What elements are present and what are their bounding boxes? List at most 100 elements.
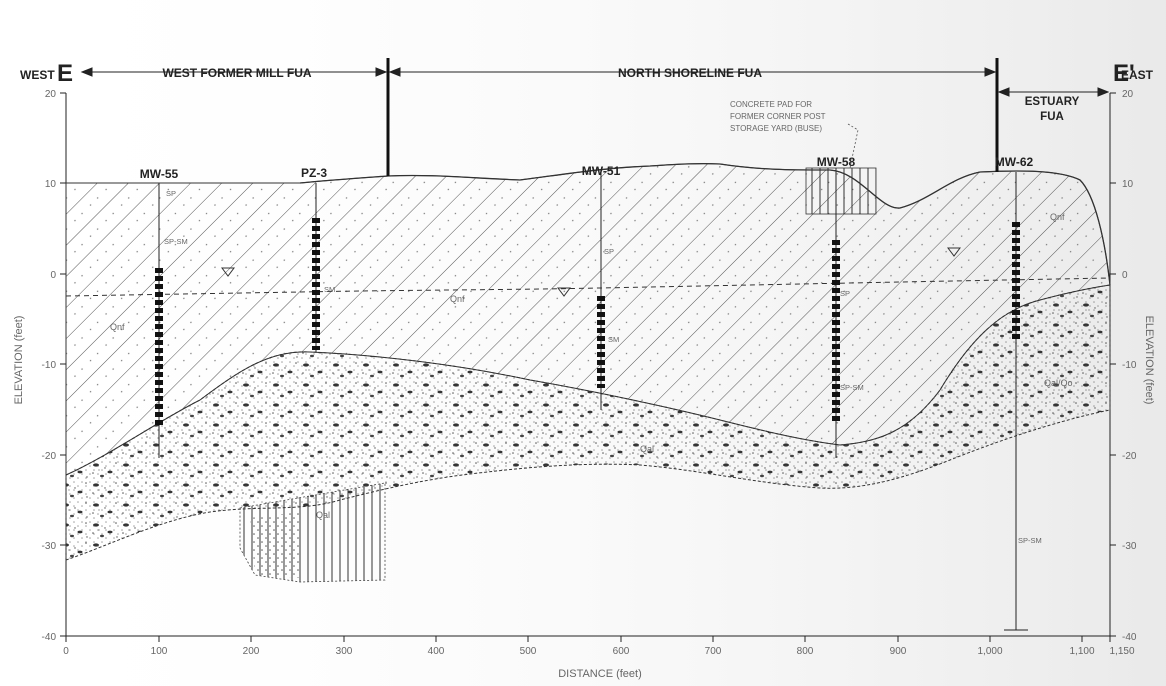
well-screen-segment (597, 360, 605, 365)
well-screen-segment (597, 384, 605, 388)
y-tick-label-left: -30 (42, 541, 57, 552)
well-screens (155, 218, 1020, 425)
sample-label: SP (604, 247, 614, 256)
well-screen-segment (832, 376, 840, 381)
y-tick-label-right: -20 (1122, 451, 1137, 462)
west-letter: E (57, 60, 73, 87)
well-screen-segment (832, 416, 840, 421)
unit-label-fill-east: Qnf (1050, 212, 1065, 222)
well-screen-segment (155, 276, 163, 281)
well-screen-segment (832, 296, 840, 301)
left-y-axis-title: ELEVATION (feet) (13, 316, 25, 405)
y-tick-label-right: 0 (1122, 270, 1128, 281)
x-tick-label: 100 (151, 646, 168, 657)
well-screen-segment (832, 304, 840, 309)
well-screen-segment (155, 388, 163, 393)
well-screen-segment (832, 320, 840, 325)
y-tick-label-left: -40 (42, 632, 57, 643)
well-screen-segment (155, 324, 163, 329)
well-screen-segment (832, 288, 840, 293)
well-screen-segment (312, 298, 320, 303)
note-line-2: FORMER CORNER POST (730, 112, 826, 121)
well-screen-segment (832, 312, 840, 317)
well-screen-segment (597, 320, 605, 325)
well-screen-segment (597, 352, 605, 357)
well-screen-segment (597, 368, 605, 373)
well-screen-segment (597, 336, 605, 341)
well-screen-segment (155, 332, 163, 337)
x-tick-label: 500 (520, 646, 537, 657)
well-screen-segment (832, 280, 840, 285)
y-tick-label-right: -10 (1122, 360, 1137, 371)
well-screen-segment (597, 376, 605, 381)
well-screen-segment (155, 372, 163, 377)
well-screen-segment (155, 404, 163, 409)
well-screen-segment (312, 242, 320, 247)
x-tick-label: 800 (797, 646, 814, 657)
well-screen-segment (312, 226, 320, 231)
well-screen-segment (312, 322, 320, 327)
well-screen-segment (1012, 270, 1020, 275)
well-screen-segment (312, 258, 320, 263)
well-label-mw-55: MW-55 (140, 167, 179, 181)
well-screen-segment (312, 290, 320, 295)
well-screen-segment (1012, 286, 1020, 291)
well-screen-segment (832, 408, 840, 413)
well-screen-segment (597, 328, 605, 333)
well-screen-segment (1012, 254, 1020, 259)
well-screen-segment (597, 312, 605, 317)
well-screen-segment (312, 274, 320, 279)
zone-arrows (80, 67, 1110, 97)
y-tick-label-left: 0 (50, 270, 56, 281)
unit-label-lower-lens: Qal (316, 510, 330, 520)
well-screen-segment (312, 282, 320, 287)
well-screen-segment (312, 346, 320, 350)
concrete-pad (805, 167, 877, 215)
well-screen-segment (155, 396, 163, 401)
well-screen-segment (155, 292, 163, 297)
well-screen-segment (155, 268, 163, 273)
well-screen-segment (155, 348, 163, 353)
well-screen-segment (832, 384, 840, 389)
well-screen-segment (155, 308, 163, 313)
west-word: WEST (20, 68, 55, 82)
concrete-pad-note: CONCRETE PAD FOR FORMER CORNER POST STOR… (730, 100, 859, 169)
fua-boundaries (386, 58, 999, 176)
well-screen-segment (832, 392, 840, 397)
unit-label-lower-mid: Qal (640, 444, 654, 454)
well-screen-segment (832, 240, 840, 245)
well-screen-segment (1012, 278, 1020, 283)
zone-label-north-shoreline: NORTH SHORELINE FUA (618, 66, 762, 80)
well-screen-segment (597, 296, 605, 301)
well-screen-segment (1012, 302, 1020, 307)
well-screen-segment (312, 330, 320, 335)
sample-label: SM (608, 335, 619, 344)
sample-label: SP (166, 189, 176, 198)
well-screen-segment (155, 356, 163, 361)
note-line-3: STORAGE YARD (BUSE) (730, 124, 822, 133)
well-label-mw-58: MW-58 (817, 155, 856, 169)
well-screen-segment (155, 340, 163, 345)
y-tick-label-right: -30 (1122, 541, 1137, 552)
x-tick-label: 300 (336, 646, 353, 657)
well-screen-segment (312, 338, 320, 343)
groundwater-line (65, 277, 1111, 297)
well-screen-segment (597, 344, 605, 349)
sample-label: SP-SM (164, 237, 188, 246)
well-screen-segment (312, 314, 320, 319)
x-tick-label: 400 (428, 646, 445, 657)
well-screen-segment (832, 264, 840, 269)
well-screen-segment (1012, 334, 1020, 339)
well-screen-segment (312, 234, 320, 239)
well-screen-segment (1012, 230, 1020, 235)
sample-label: SP-SM (1018, 536, 1042, 545)
well-screen-segment (155, 380, 163, 385)
well-screen-segment (155, 420, 163, 425)
y-tick-label-left: -10 (42, 360, 57, 371)
lower-unit-sand (66, 285, 1110, 560)
well-screen-segment (1012, 238, 1020, 243)
